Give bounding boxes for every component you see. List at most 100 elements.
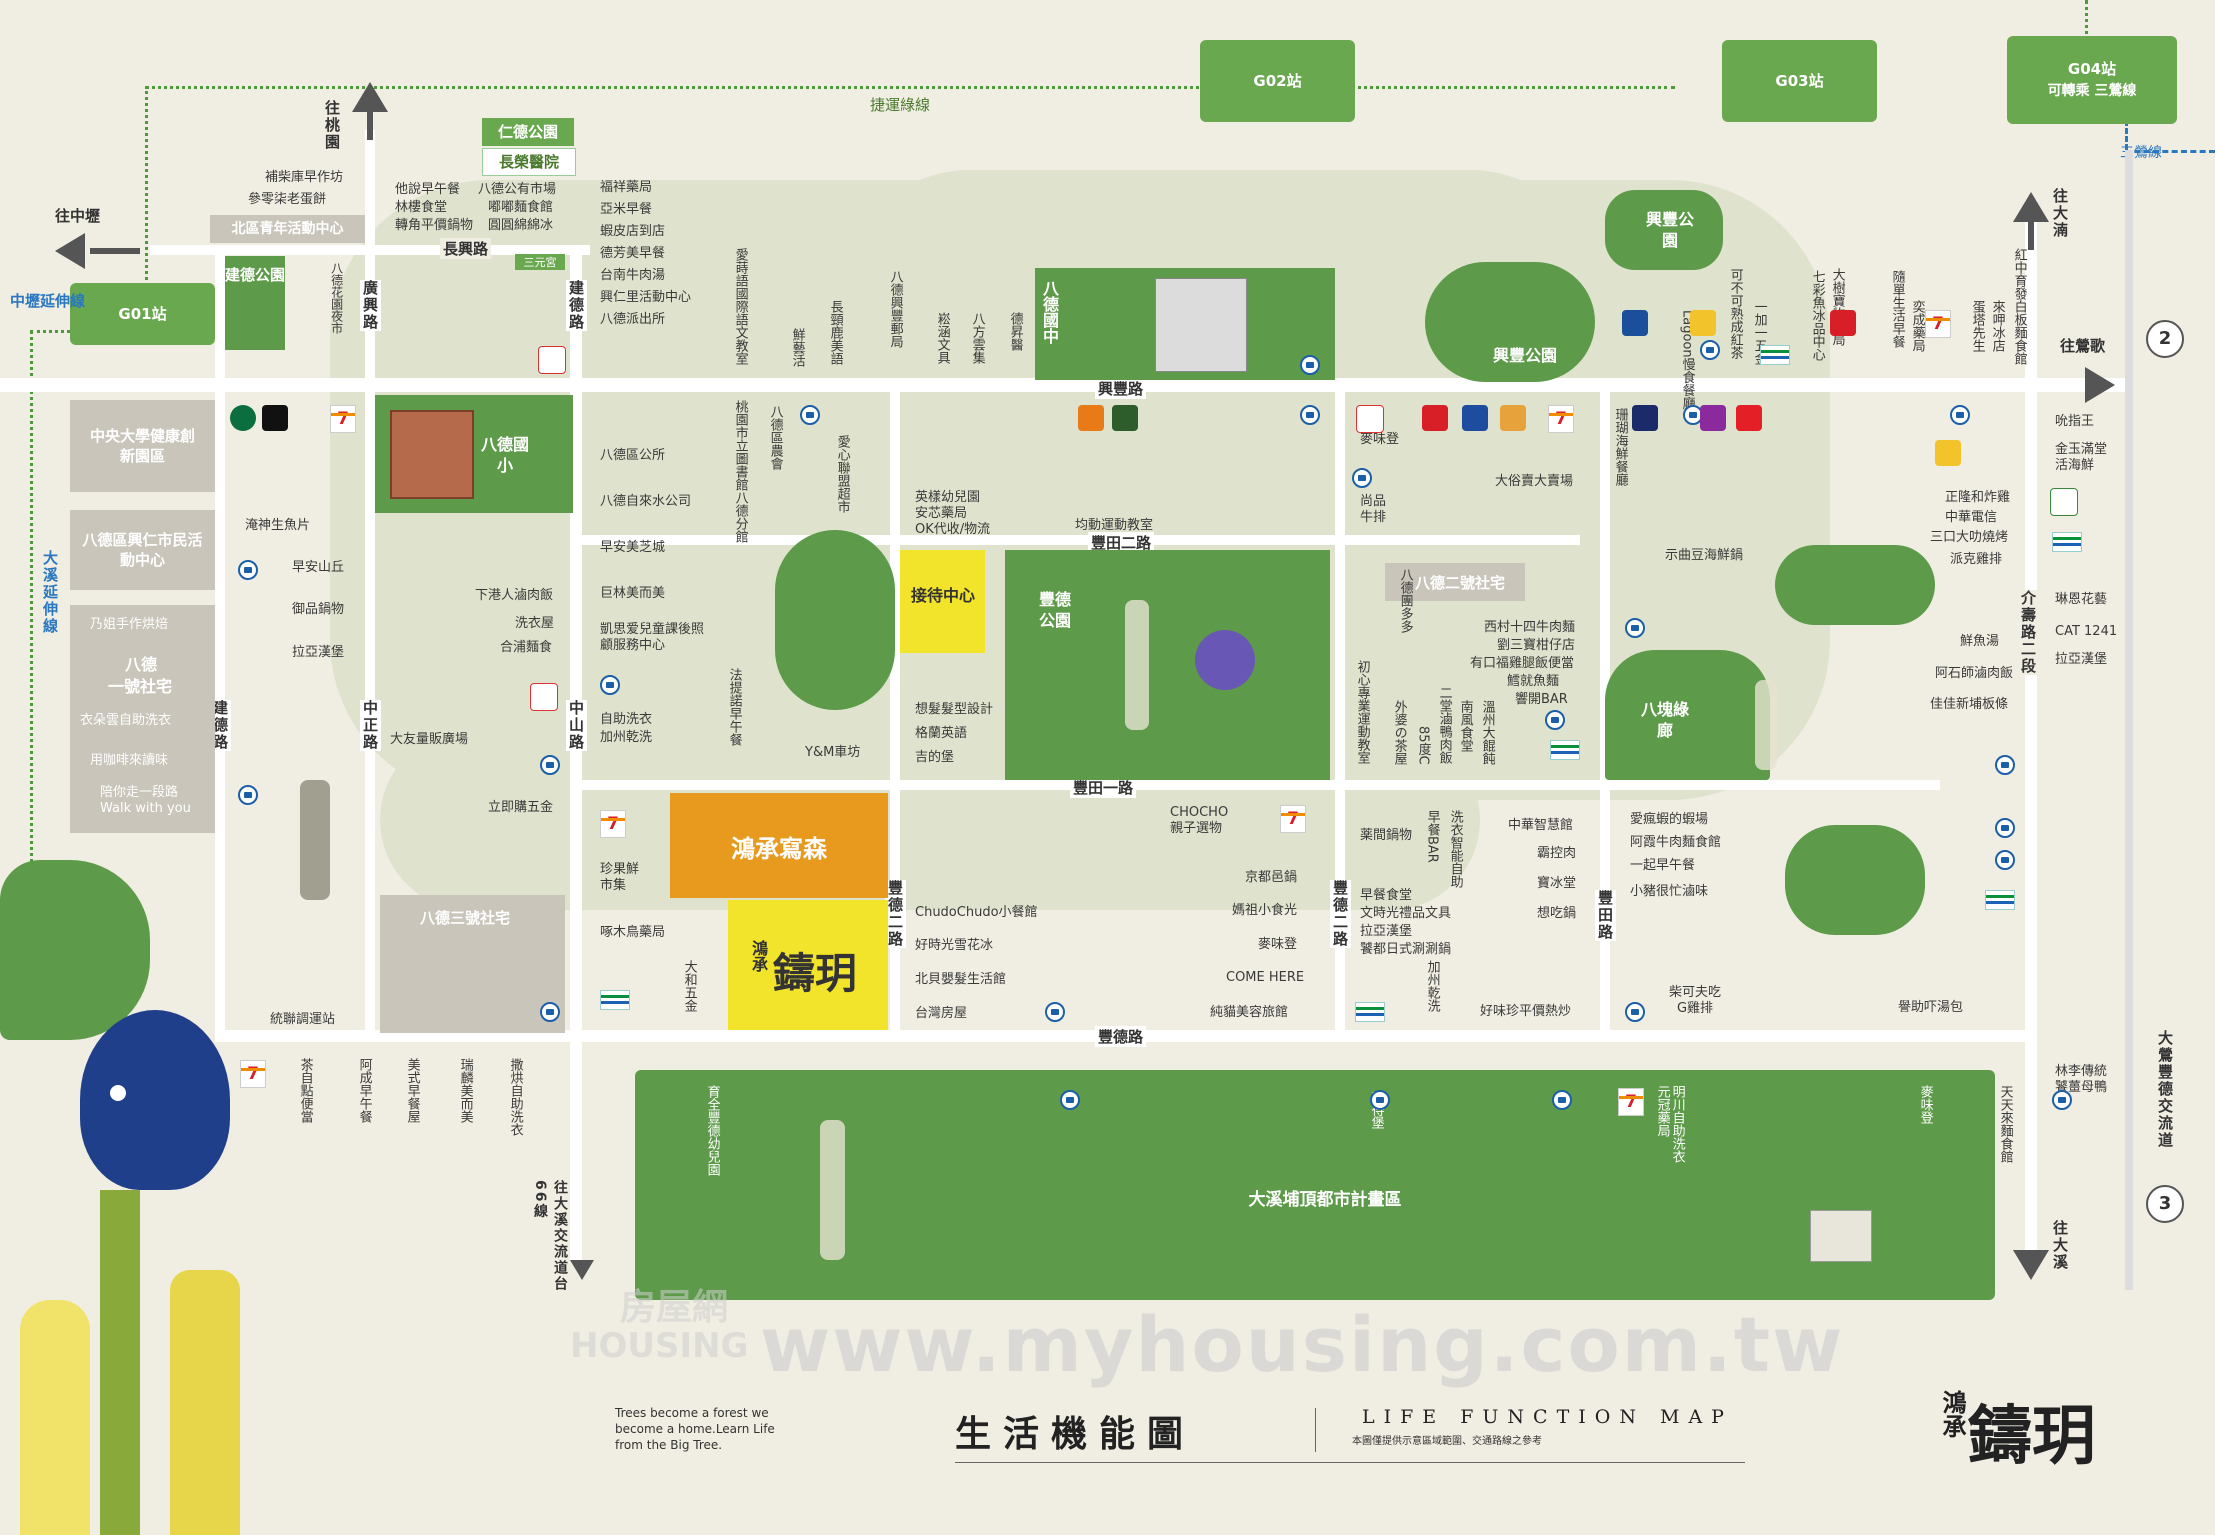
brand-big: 鑄玥 — [1968, 1399, 2096, 1474]
vpoi-20: 蛋塔先生 — [1969, 300, 1985, 352]
school-building-icon — [390, 410, 474, 499]
bus-stop-icon — [1545, 710, 1565, 730]
bade-elementary[interactable]: 八德國小 — [375, 395, 573, 513]
poi-e-12: 佳佳新埔板條 — [1930, 697, 2009, 712]
tree-icon — [1125, 600, 1149, 730]
poi-e-5: 三口大叻燒烤 — [1930, 530, 2009, 545]
poi-d-8: 中華智慧館 — [1508, 818, 1574, 833]
jiande-park[interactable]: 建德公園 — [225, 256, 285, 350]
round-park-3 — [1785, 825, 1925, 935]
poi-a-5: 圓圓綿綿冰 — [488, 218, 554, 233]
cafe-icon — [1935, 440, 1961, 466]
north-youth-center[interactable]: 北區青年活動中心 — [210, 215, 365, 243]
figure-illustration — [170, 1270, 240, 1535]
seven-eleven-icon: 7 — [600, 810, 626, 838]
vpoi-22: 紅中育發白板麵食館 — [2011, 248, 2027, 365]
seven-eleven-icon: 7 — [1280, 805, 1306, 833]
station-g04[interactable]: G04站可轉乘 三鶯線 — [2007, 36, 2177, 124]
poi-d-1: 尚品牛排 — [1360, 494, 1387, 525]
vpoi-6: 八方雲集 — [969, 312, 985, 364]
bus-stop-icon — [1352, 468, 1372, 488]
poi-d-0: 麥味登 — [1360, 432, 1400, 447]
moon-icon — [110, 1085, 126, 1101]
hongcheng-zhuyue-site[interactable]: 鴻承 鑄玥 — [728, 900, 888, 1030]
xingfeng-park-small[interactable]: 興豐公園 — [1605, 190, 1723, 270]
hospital-cross-icon-2 — [538, 346, 566, 374]
bade-social-3[interactable]: 八德三號社宅 — [380, 895, 565, 1033]
vpoi-39: 撒烘自助洗衣 — [507, 1058, 523, 1136]
tk-icon — [1622, 310, 1648, 336]
bakuai-greenway[interactable]: 八塊綠廊 — [1605, 650, 1770, 780]
hongcheng-xiesen[interactable]: 鴻承寫森 — [670, 793, 888, 898]
fengde-park[interactable]: 豐德公園 — [1005, 550, 1330, 780]
daxi-plan-area[interactable]: 大溪埔頂都市計畫區 — [635, 1070, 1995, 1300]
map-note: 本圖僅提供示意區域範圍、交通路線之參考 — [1352, 1436, 1542, 1447]
watermark-url: www.myhousing.com.tw — [760, 1300, 1845, 1389]
bade-social-2[interactable]: 八德二號社宅 — [1385, 563, 1525, 601]
dominos-icon — [1632, 405, 1658, 431]
poi-b-7: 下港人滷肉飯 — [475, 588, 554, 603]
poi-e-6: 派克雞排 — [1950, 552, 2003, 567]
arrow-up-icon-2 — [2013, 192, 2049, 222]
bus-stop-icon — [1995, 850, 2015, 870]
poi-d-7: 響開BAR — [1515, 692, 1568, 707]
poi-e-22: 明川自助洗衣 — [1669, 1085, 1685, 1163]
mrt-green-line — [145, 86, 1675, 89]
station-g03[interactable]: G03站 — [1722, 40, 1877, 122]
xingfeng-park[interactable]: 興豐公園 — [1425, 262, 1595, 382]
yude-kindergarten: 育全豐德幼兒園 — [704, 1085, 720, 1176]
poi-b-9: 合浦麵食 — [500, 640, 553, 655]
poi-c-9: 好時光雪花冰 — [915, 938, 994, 953]
bade-junior-high[interactable]: 八德國中 — [1035, 268, 1335, 380]
changrong-hospital-label[interactable]: 長榮醫院 — [482, 148, 576, 176]
vpoi-25: 八德團多多 — [1397, 568, 1413, 633]
kura-icon — [262, 405, 288, 431]
bus-stop-icon — [238, 560, 258, 580]
sanying-line-v — [2125, 120, 2128, 150]
poi-e-17: 柴可夫吃G雞排 — [1668, 985, 1721, 1016]
vpoi-21: 來呷冰店 — [1989, 300, 2005, 352]
poi-a-4: 嘟嘟麵食館 — [488, 200, 554, 215]
bus-stop-icon — [1300, 405, 1320, 425]
title-sep — [1315, 1408, 1316, 1452]
poi-d-17: 饕都日式涮涮鍋 — [1360, 942, 1452, 957]
central-univ-park[interactable]: 中央大學健康創新園區 — [70, 400, 215, 492]
reception-center[interactable]: 接待中心 — [900, 550, 985, 653]
road-label-fengtian2: 豐田二路 — [1088, 532, 1155, 553]
vpoi-40: 大和五金 — [681, 960, 697, 1012]
vpoi-2: 鮮藝活 — [789, 328, 805, 367]
poi-e-15: 一起早午餐 — [1630, 858, 1696, 873]
left-4: 御品鍋物 — [292, 602, 345, 617]
road-label-fengde2-a: 豐德二路 — [885, 880, 906, 948]
junior-building-icon — [1155, 278, 1247, 372]
mcdonalds-icon — [1356, 405, 1384, 433]
poi-e-18: 譽助吓湯包 — [1898, 1000, 1964, 1015]
road-fengde2-right — [1335, 390, 1345, 1040]
road-label-zhongzheng: 中正路 — [360, 700, 381, 751]
bade-social-1[interactable]: 乃姐手作烘焙 八德 一號社宅 衣朵雲自助洗衣 用咖啡來讀味 陪你走一段路 Wal… — [70, 605, 215, 833]
station-g01[interactable]: G01站 — [70, 283, 215, 345]
pxmart-icon-2 — [2050, 488, 2078, 516]
poi-c-14: 媽祖小食光 — [1232, 903, 1298, 918]
bus-stop-icon — [1370, 1090, 1390, 1110]
xingren-center[interactable]: 八德區興仁市民活動中心 — [70, 510, 215, 590]
station-g02[interactable]: G02站 — [1200, 40, 1355, 122]
tree-icon — [820, 1120, 845, 1260]
vpoi-28: 85度C — [1415, 726, 1431, 765]
poi-e-20: 天天來麵食館 — [1997, 1085, 2013, 1163]
vpoi-3: 長頸鹿美語 — [827, 300, 843, 365]
dir-daxi-interchange: 往大溪交流道台66線 — [532, 1180, 568, 1292]
poi-c-4: 想髮髮型設計 — [915, 702, 994, 717]
poi-e-8: CAT 1241 — [2055, 624, 2118, 639]
poi-e-11: 拉亞漢堡 — [2055, 652, 2108, 667]
dir-dajin: 往大湳 — [2051, 188, 2069, 239]
poi-d-3: 西村十四牛肉麵 — [1484, 620, 1576, 635]
vpoi-36: 阿成早午餐 — [356, 1058, 372, 1123]
bade-night-market: 八德花園夜市 — [329, 262, 344, 334]
poi-a-12: 八德派出所 — [600, 312, 666, 327]
shangde-park-label[interactable]: 仁德公園 — [482, 118, 574, 146]
bus-stop-icon — [2052, 1090, 2072, 1110]
poi-e-16: 小豬很忙滷味 — [1630, 884, 1709, 899]
tomod-icon — [1700, 405, 1726, 431]
bus-stop-icon — [540, 755, 560, 775]
